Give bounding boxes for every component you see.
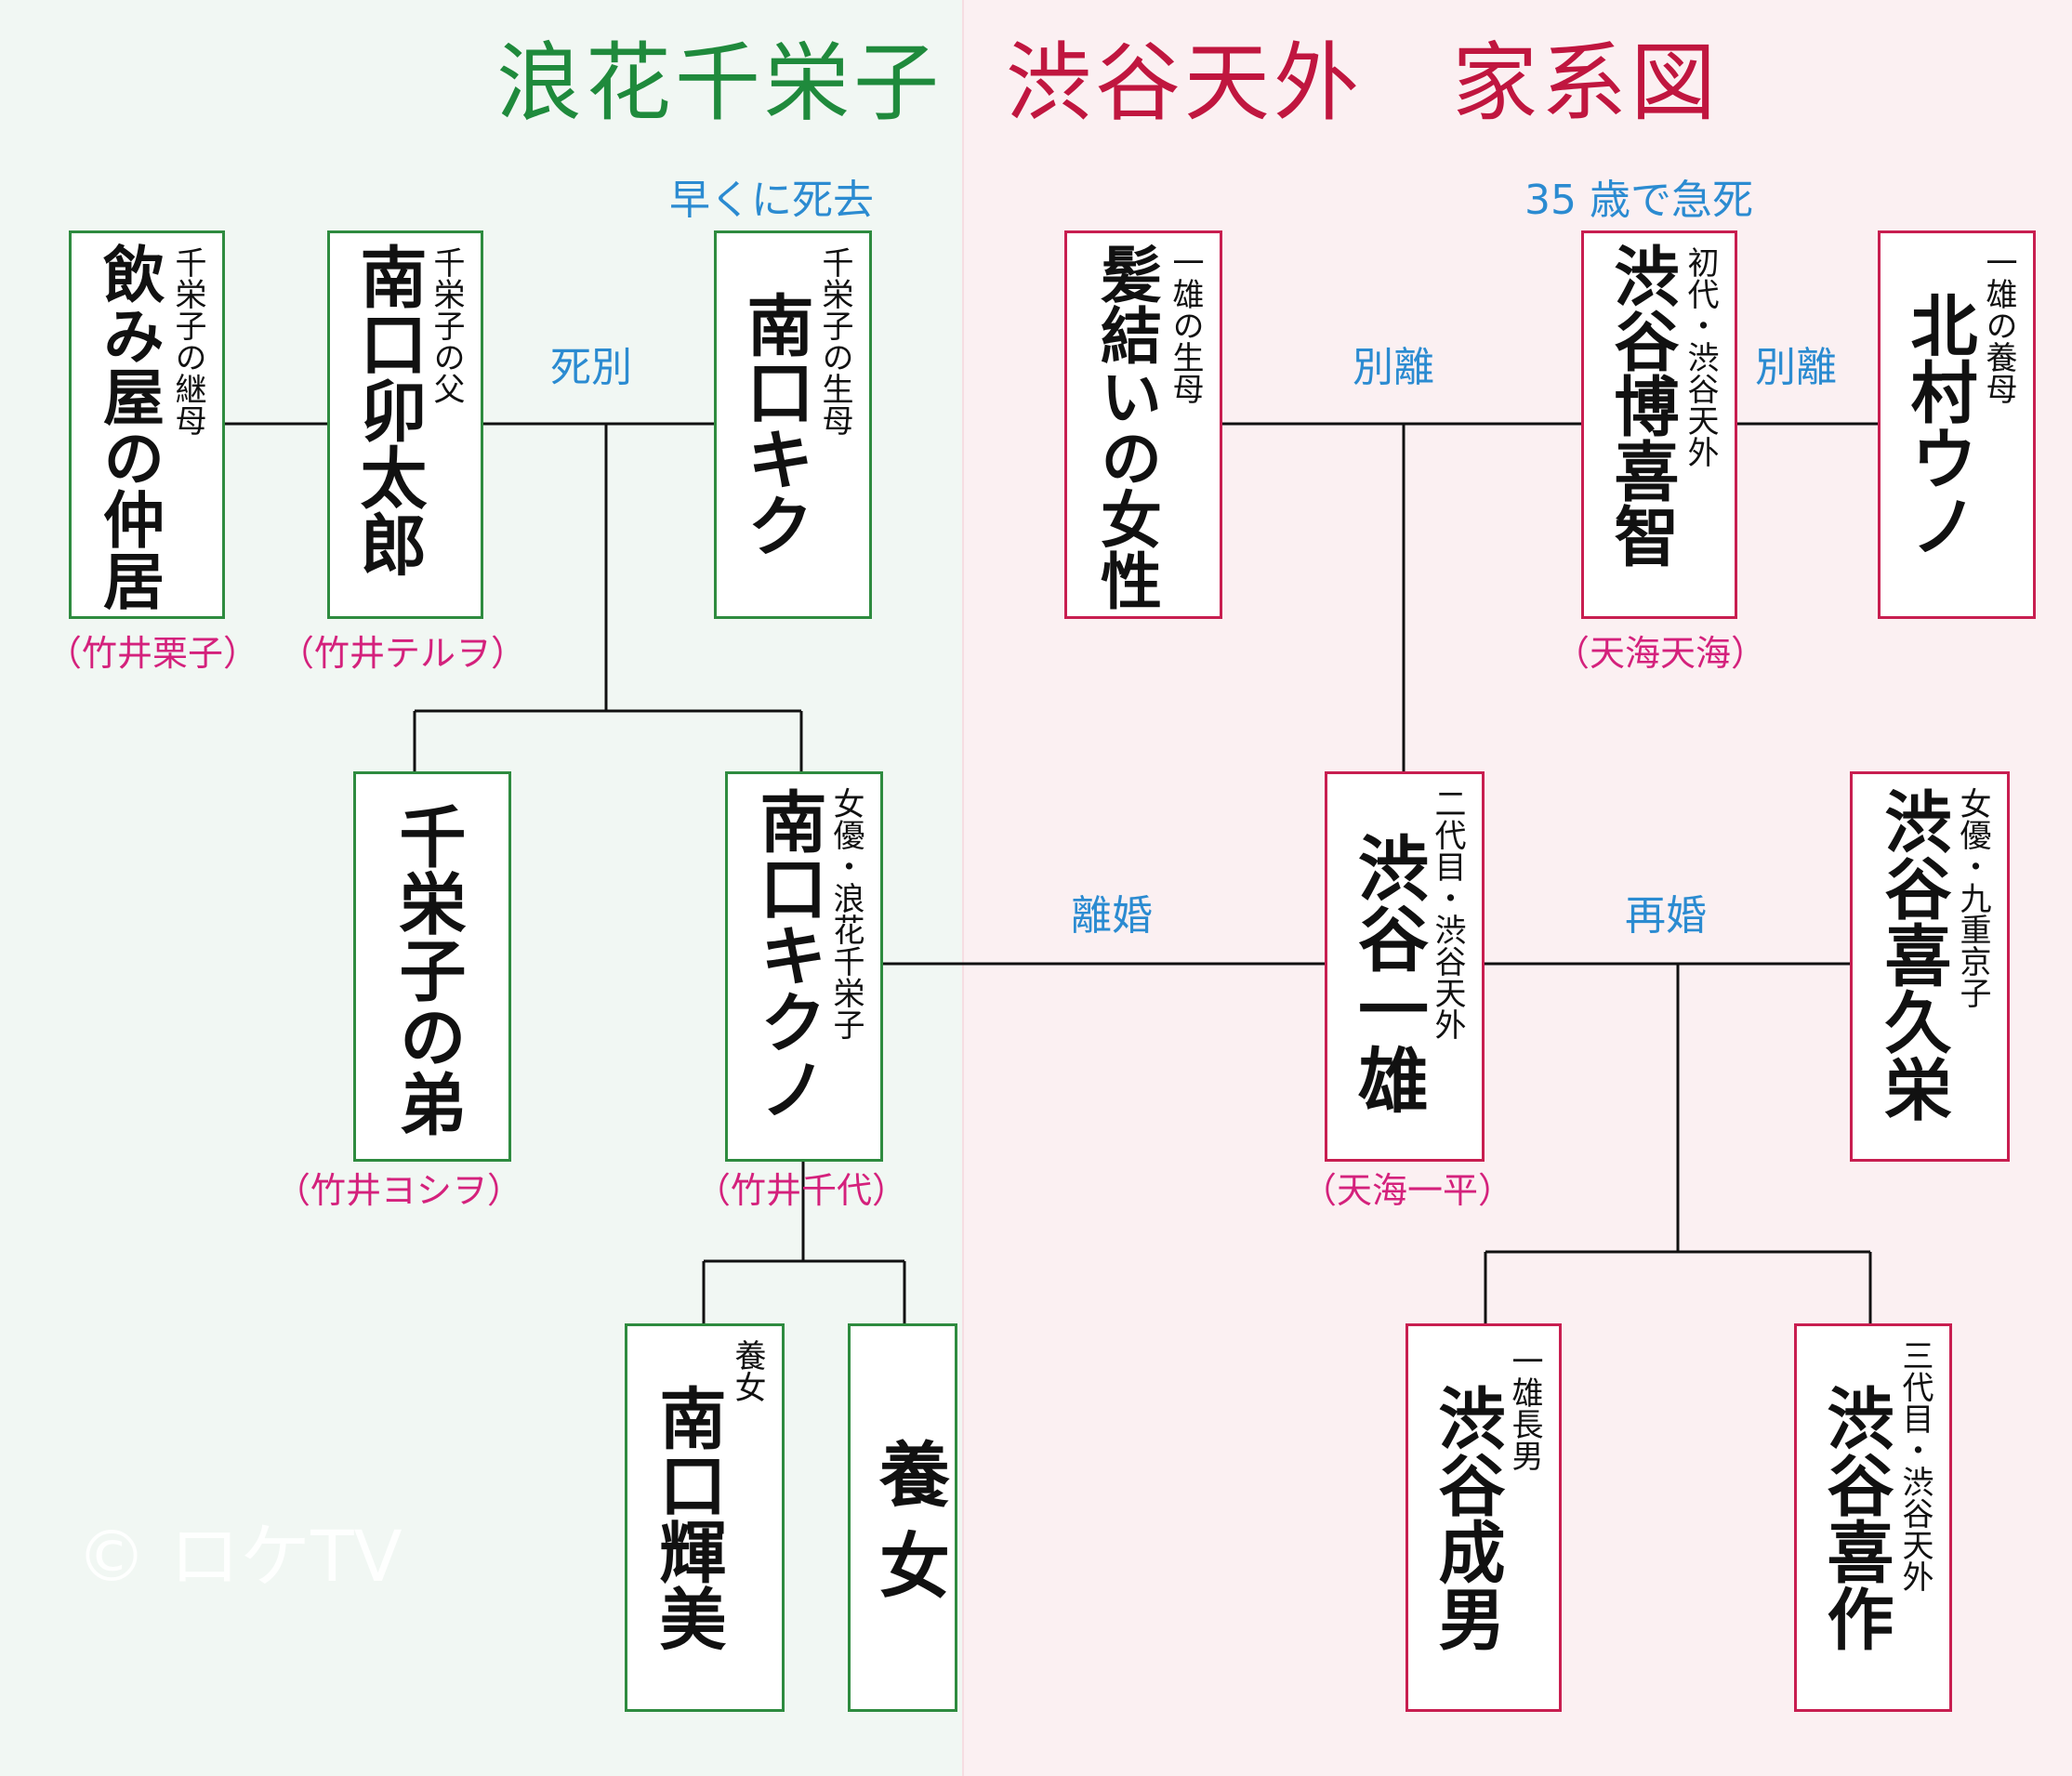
- person-role: 女優・浪花千栄子: [827, 787, 864, 1040]
- relation-betsuri-2: 別離: [1755, 344, 1837, 391]
- person-adopted-daughter: 養女: [848, 1323, 957, 1712]
- person-name: 南口輝美: [648, 1384, 727, 1651]
- relation-rikon: 離婚: [1071, 892, 1153, 940]
- relation-betsuri-1: 別離: [1353, 344, 1434, 391]
- person-name: 南口卯太郎: [349, 243, 428, 577]
- person-name: 渋谷喜作: [1815, 1384, 1894, 1651]
- person-name: 渋谷喜久栄: [1873, 787, 1952, 1122]
- person-name: 渋谷一雄: [1346, 832, 1429, 1114]
- person-name: 南口キク: [735, 291, 814, 559]
- person-role: 千栄子の継母: [169, 246, 206, 436]
- person-role: 二代目・渋谷天外: [1429, 787, 1466, 1040]
- actor-father: （竹井テルヲ）: [279, 633, 527, 674]
- note-early-death: 早くに死去: [669, 177, 874, 224]
- person-kazuo: 二代目・渋谷天外 渋谷一雄: [1325, 771, 1485, 1162]
- person-chieko: 女優・浪花千栄子 南口キクノ: [725, 771, 883, 1162]
- person-role: 千栄子の父: [428, 246, 465, 404]
- person-role: 養女: [729, 1339, 766, 1402]
- relation-shibetsu: 死別: [550, 344, 632, 391]
- person-role: 一雄長男: [1506, 1345, 1543, 1471]
- person-name: 渋谷博喜智: [1603, 243, 1681, 568]
- person-uno: 一雄の養母 北村ウノ: [1878, 230, 2036, 619]
- person-name: 北村ウノ: [1899, 291, 1978, 559]
- person-narao: 一雄長男 渋谷成男: [1406, 1323, 1562, 1712]
- person-brother: 千栄子の弟: [353, 771, 511, 1162]
- note-sudden-death: 35 歳で急死: [1524, 177, 1753, 224]
- relation-saikon: 再婚: [1625, 892, 1707, 940]
- person-adopted-terumi: 養女 南口輝美: [625, 1323, 785, 1712]
- actor-brother: （竹井ヨシヲ）: [275, 1170, 523, 1211]
- person-name: 渋谷成男: [1427, 1384, 1506, 1651]
- person-role: 一雄の生母: [1167, 246, 1204, 404]
- center-divider: [962, 0, 964, 1776]
- person-mother: 千栄子の生母 南口キク: [714, 230, 872, 619]
- person-kikue: 女優・九重京子 渋谷喜久栄: [1850, 771, 2010, 1162]
- person-role: 三代目・渋谷天外: [1896, 1339, 1933, 1592]
- person-role: 一雄の養母: [1980, 246, 2017, 404]
- actor-chieko: （竹井千代）: [695, 1170, 908, 1211]
- person-role: 初代・渋谷天外: [1682, 246, 1719, 467]
- person-hiroki: 初代・渋谷天外 渋谷博喜智: [1581, 230, 1737, 619]
- person-name: 髪結いの女性: [1090, 243, 1163, 611]
- person-kisaku: 三代目・渋谷天外 渋谷喜作: [1794, 1323, 1952, 1712]
- person-role: 女優・九重京子: [1954, 787, 1991, 1008]
- actor-stepmother: （竹井栗子）: [46, 633, 259, 674]
- person-stepmother: 千栄子の継母 飲み屋の仲居: [69, 230, 225, 619]
- person-kamiyui: 一雄の生母 髪結いの女性: [1064, 230, 1222, 619]
- actor-hiroki: （天海天海）: [1554, 633, 1767, 674]
- person-role: 千栄子の生母: [816, 246, 853, 436]
- watermark: © ロケTV: [76, 1515, 403, 1598]
- person-name: 南口キクノ: [748, 787, 827, 1122]
- actor-kazuo: （天海一平）: [1301, 1170, 1514, 1211]
- person-name: 千栄子の弟: [388, 802, 467, 1137]
- person-name: 養女: [867, 1438, 950, 1620]
- title-chieko: 浪花千栄子: [496, 33, 944, 133]
- person-father: 千栄子の父 南口卯太郎: [327, 230, 483, 619]
- title-tengai-family-tree: 渋谷天外 家系図: [1006, 33, 1721, 133]
- person-name: 飲み屋の仲居: [93, 243, 165, 611]
